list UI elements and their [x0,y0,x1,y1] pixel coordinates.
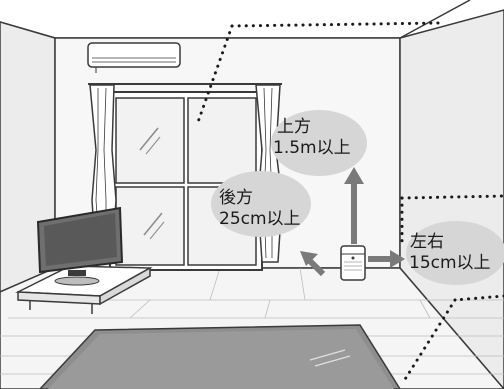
air-purifier [340,245,366,281]
label-sides-direction: 左右 [410,232,444,252]
label-behind-direction: 後方 [219,188,253,208]
window [109,91,263,271]
arrow-up [344,167,364,244]
television [36,206,124,286]
label-bubble-above [271,110,367,176]
label-sides-distance: 15cm以上 [409,253,491,273]
clearance-dotted-lines [196,21,504,386]
ceiling [0,0,504,38]
right-wall [399,9,504,389]
label-above-distance: 1.5m以上 [273,138,351,158]
arrow-back [300,251,326,277]
arrow-side [368,250,405,268]
label-behind-distance: 25cm以上 [219,209,301,229]
label-above-direction: 上方 [277,117,311,137]
label-bubble-sides [406,221,504,285]
label-bubble-behind [211,171,311,237]
wall-air-conditioner [87,42,181,73]
